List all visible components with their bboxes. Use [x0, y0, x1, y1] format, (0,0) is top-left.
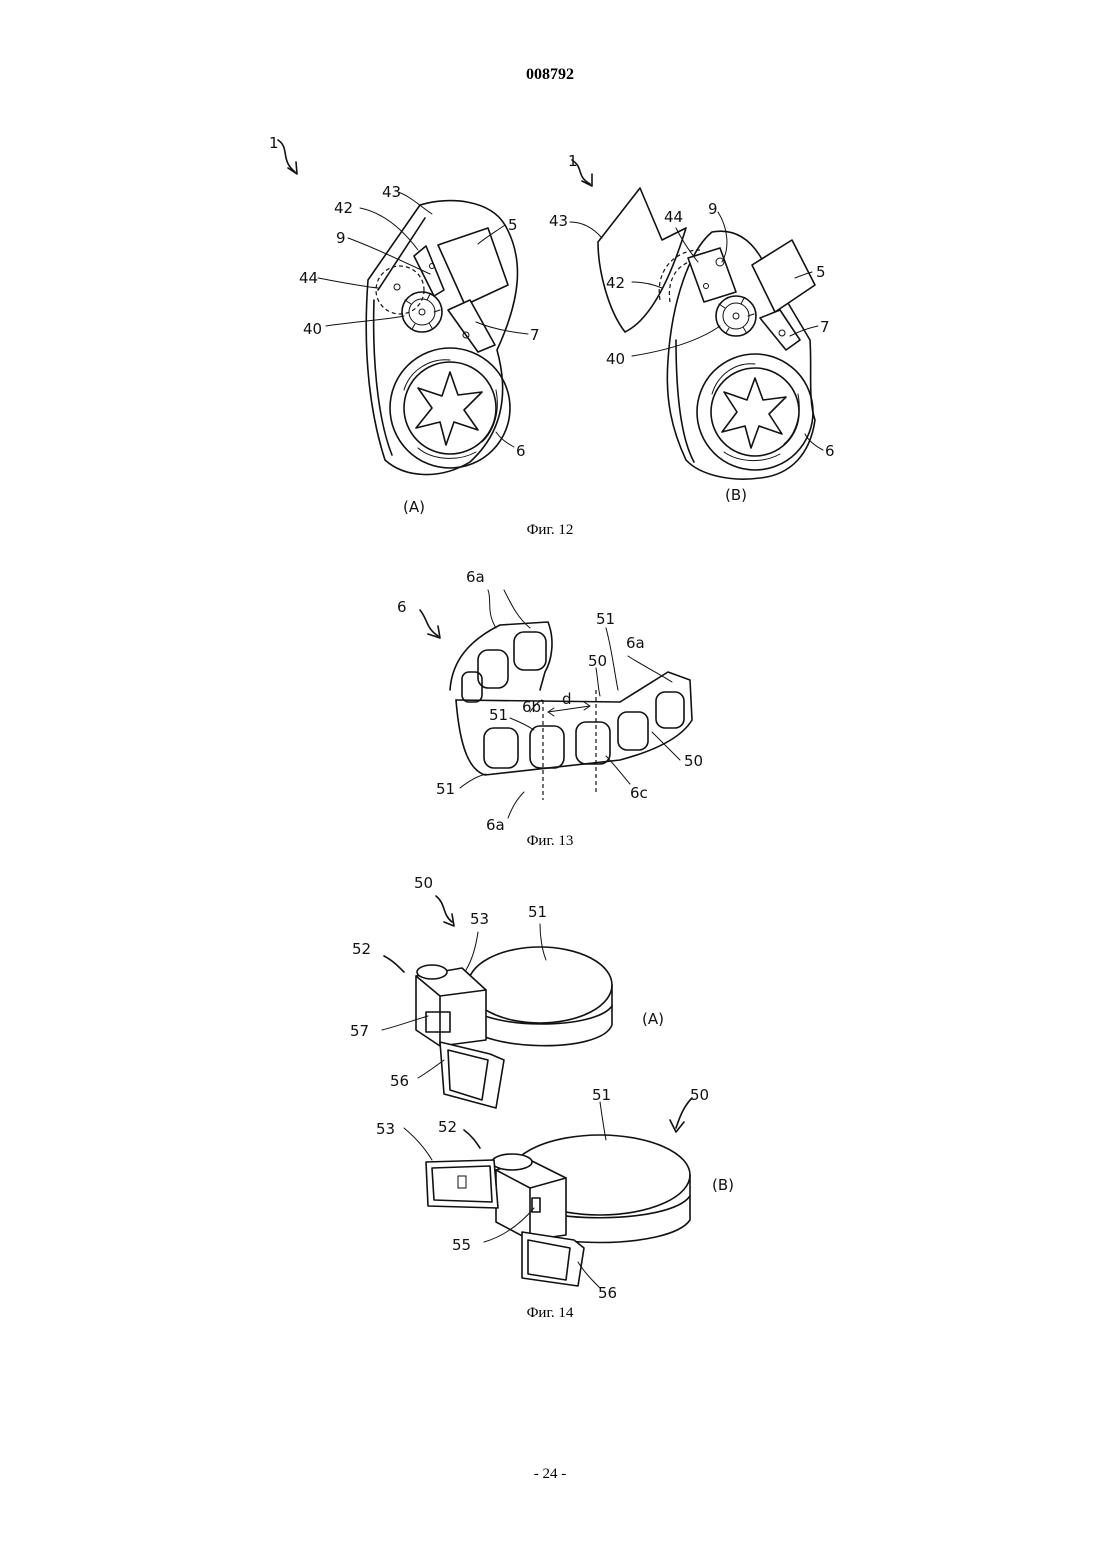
fig14b-panel-label: (B)	[712, 1176, 734, 1194]
figure-13-caption: Фиг. 13	[0, 833, 1100, 850]
fig13-ref-51-inner: 51	[489, 706, 508, 724]
fig12b-ref-43: 43	[549, 212, 568, 230]
fig12a-ref-6: 6	[516, 442, 526, 460]
figure-12-caption: Фиг. 12	[0, 522, 1100, 539]
fig14a-ref-56: 56	[390, 1072, 409, 1090]
fig14b-ref-52: 52	[438, 1118, 457, 1136]
fig12a-ref-9: 9	[336, 229, 346, 247]
fig12a-panel-label: (A)	[403, 498, 425, 516]
fig12b-ref-7: 7	[820, 318, 830, 336]
fig13-ref-6c: 6c	[630, 784, 648, 802]
figure-14-panel-a: 50 53 51 52 57 56 (A)	[350, 874, 664, 1108]
figure-14-panel-b: 51 50 53 52 55 56 (B)	[376, 1086, 734, 1302]
fig12b-ref-6: 6	[825, 442, 835, 460]
fig14b-ref-50: 50	[690, 1086, 709, 1104]
fig12b-ref-5: 5	[816, 263, 826, 281]
figure-14-caption: Фиг. 14	[0, 1305, 1100, 1322]
fig13-ref-50-right: 50	[684, 752, 703, 770]
fig13-ref-51-left: 51	[436, 780, 455, 798]
fig13-ref-6a-bottom: 6a	[486, 816, 505, 834]
fig14a-ref-50: 50	[414, 874, 433, 892]
figure-12-drawing: 1 43 42 9 44 40 5 7 6 (A)	[0, 0, 1100, 560]
fig14a-ref-51: 51	[528, 903, 547, 921]
fig14b-ref-56: 56	[598, 1284, 617, 1302]
figure-13-drawing: 6 6a 51 6a 50 51 6b d 50 51 6c 6a	[0, 550, 1100, 850]
figure-12-panel-a: 1 43 42 9 44 40 5 7 6 (A)	[269, 134, 540, 516]
fig12a-ref-7: 7	[530, 326, 540, 344]
fig14a-panel-label: (A)	[642, 1010, 664, 1028]
fig12b-ref-9: 9	[708, 200, 718, 218]
fig12a-ref-43: 43	[382, 183, 401, 201]
fig14a-ref-52: 52	[352, 940, 371, 958]
fig14a-ref-53: 53	[470, 910, 489, 928]
figure-12-panel-b: 1 43 44 9 42 40 5 7 6 (B)	[549, 152, 835, 504]
figure-14-drawing: 50 53 51 52 57 56 (A) 51 50 53	[0, 860, 1100, 1310]
fig13-ref-51-top: 51	[596, 610, 615, 628]
fig12a-ref-1: 1	[269, 134, 279, 152]
fig13-ref-50-top: 50	[588, 652, 607, 670]
fig12b-ref-40: 40	[606, 350, 625, 368]
fig13-ref-6: 6	[397, 598, 407, 616]
fig12a-ref-40: 40	[303, 320, 322, 338]
fig14b-ref-51: 51	[592, 1086, 611, 1104]
fig14a-ref-57: 57	[350, 1022, 369, 1040]
fig12a-ref-5: 5	[508, 216, 518, 234]
fig13-ref-6a-top: 6a	[466, 568, 485, 586]
fig12b-ref-42: 42	[606, 274, 625, 292]
page-number: - 24 -	[0, 1466, 1100, 1483]
fig13-ref-d: d	[562, 690, 572, 708]
fig12b-ref-1: 1	[568, 152, 578, 170]
fig13-ref-6b: 6b	[522, 698, 541, 716]
fig12b-ref-44: 44	[664, 208, 683, 226]
fig14b-ref-55: 55	[452, 1236, 471, 1254]
fig12a-ref-42: 42	[334, 199, 353, 217]
fig12b-panel-label: (B)	[725, 486, 747, 504]
fig13-ref-6a-right: 6a	[626, 634, 645, 652]
fig12a-ref-44: 44	[299, 269, 318, 287]
fig14b-ref-53: 53	[376, 1120, 395, 1138]
